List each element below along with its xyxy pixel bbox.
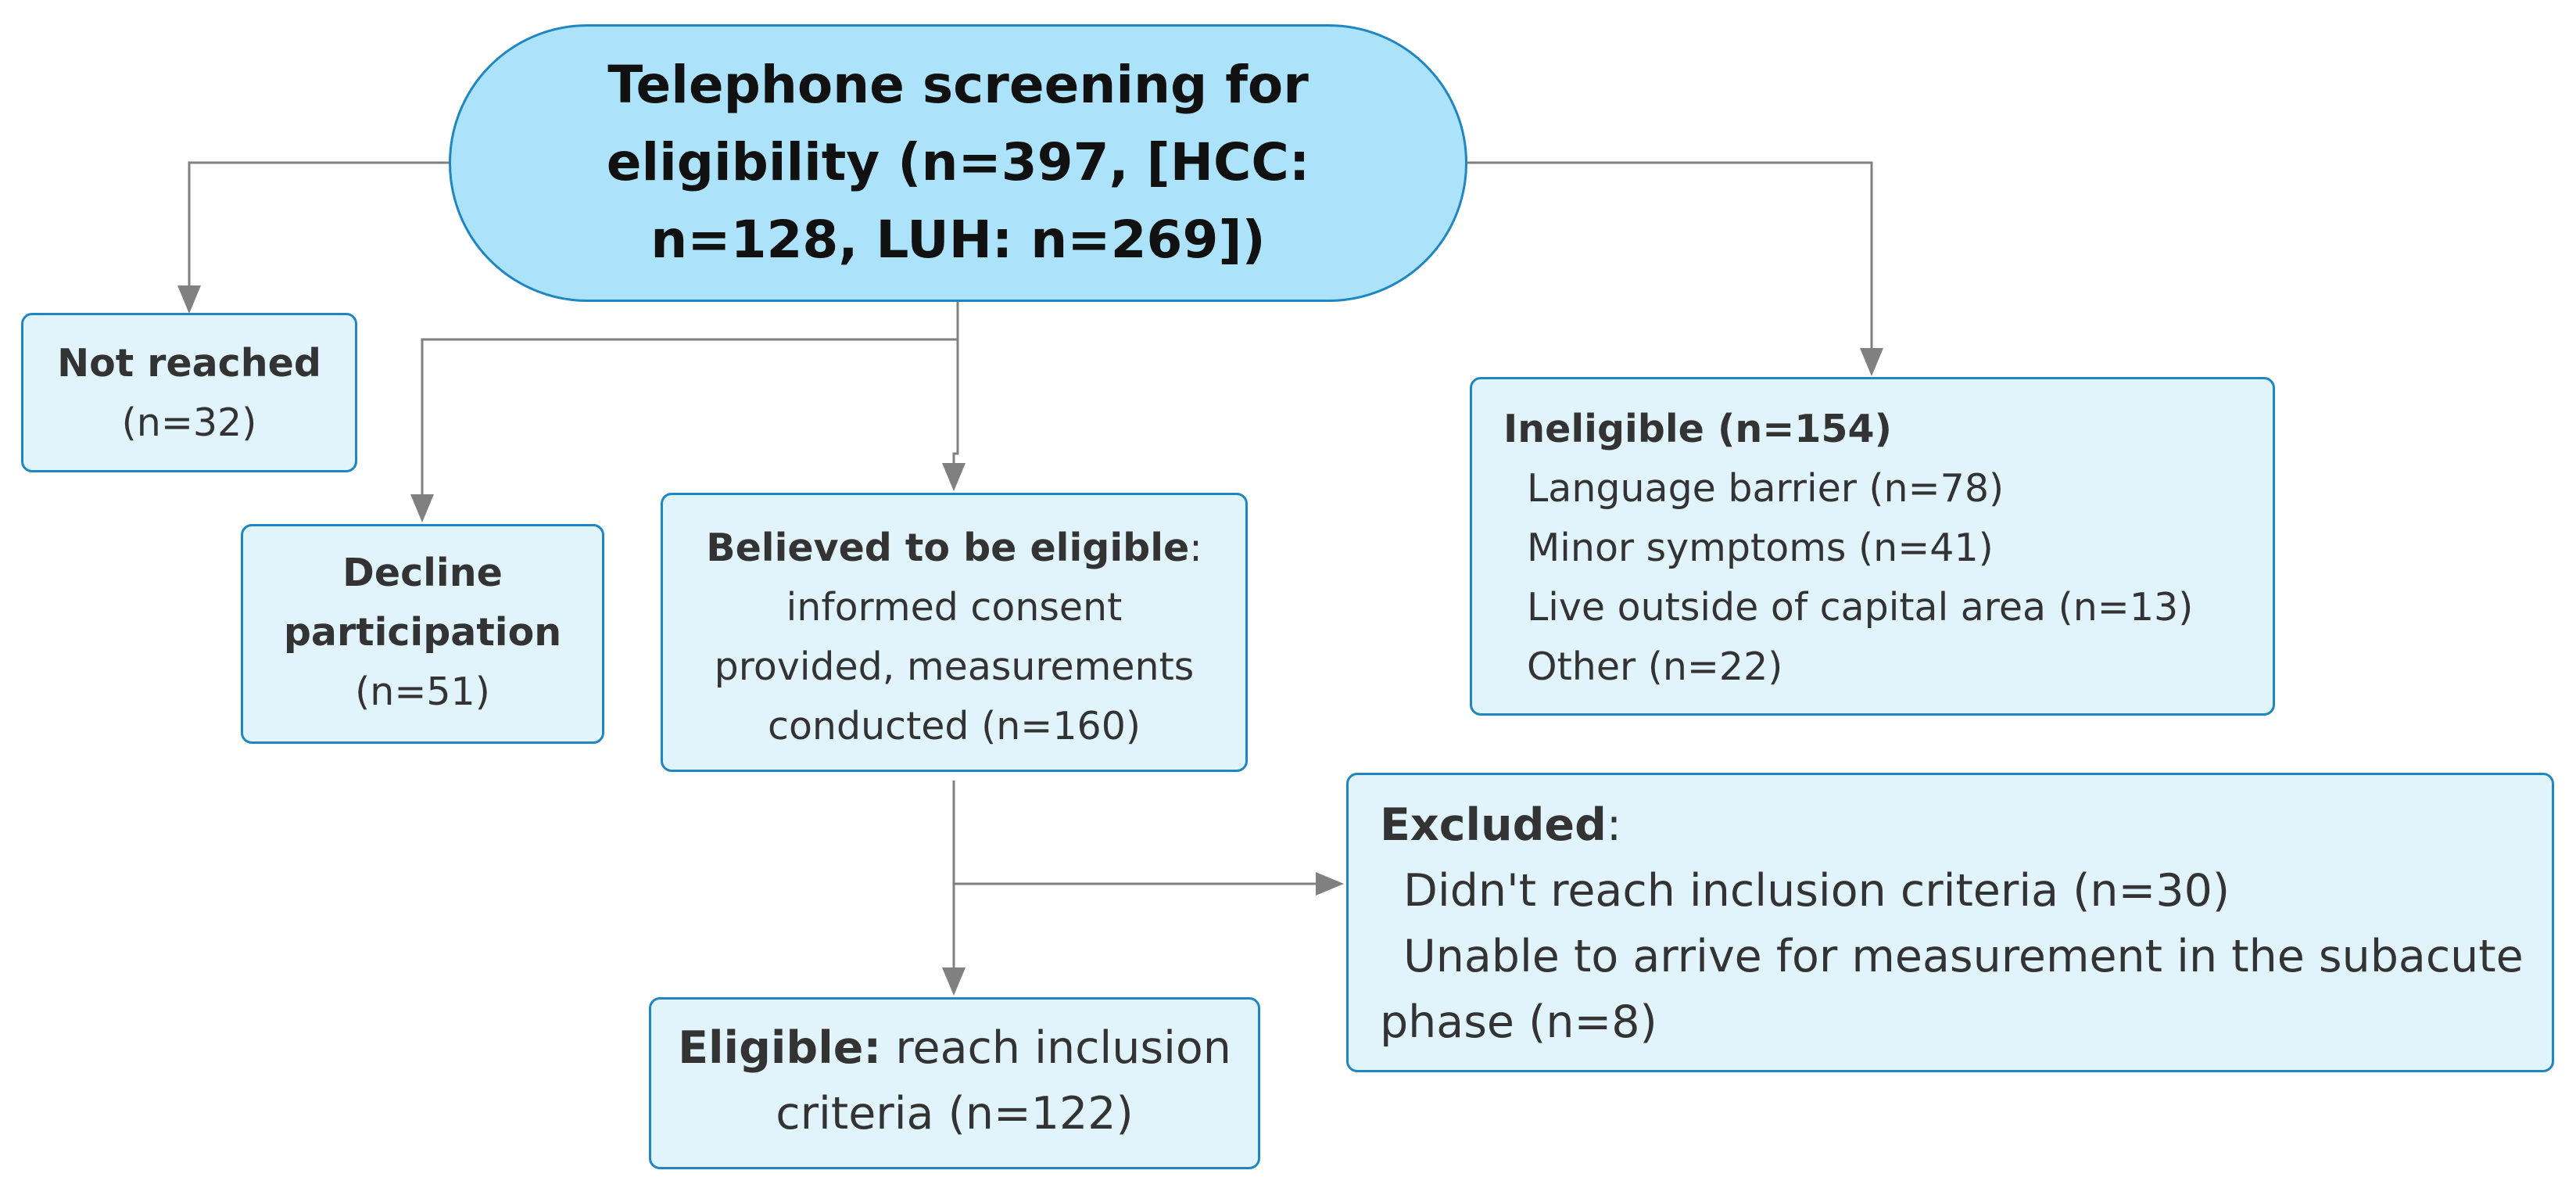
arrow-root-to-decline <box>410 338 958 522</box>
screening-node: Telephone screening for eligibility (n=3… <box>449 24 1467 302</box>
excluded-title-suffix: : <box>1606 799 1622 851</box>
eligible-text-1: reach inclusion <box>881 1022 1231 1074</box>
screening-line-1: Telephone screening for <box>607 55 1309 115</box>
ineligible-reason: Language barrier (n=78) <box>1527 466 2005 511</box>
screening-line-3: n=128, LUH: n=269]) <box>650 210 1266 270</box>
not-reached-title: Not reached <box>57 341 321 386</box>
ineligible-title: Ineligible (n=154) <box>1503 407 1892 451</box>
eligible-line-1: Eligible: reach inclusion <box>651 1015 1258 1081</box>
ineligible-reason: Live outside of capital area (n=13) <box>1527 585 2194 630</box>
arrow-root-to-believed <box>942 339 966 491</box>
ineligible-node: Ineligible (n=154) Language barrier (n=7… <box>1470 377 2275 716</box>
decline-title-line-2: participation <box>283 610 562 655</box>
not-reached-count: (n=32) <box>121 400 257 445</box>
believed-line-3: conducted (n=160) <box>768 704 1141 748</box>
screening-line-2: eligibility (n=397, [HCC: <box>606 132 1310 192</box>
believed-title: Believed to be eligible <box>706 526 1190 570</box>
not-reached-node: Not reached (n=32) <box>21 313 357 472</box>
believed-line-2: provided, measurements <box>714 644 1195 689</box>
arrow-root-to-not-reached <box>177 161 449 314</box>
excluded-node: Excluded: Didn't reach inclusion criteri… <box>1346 773 2554 1072</box>
excluded-reason: Unable to arrive for measurement in the … <box>1403 931 2524 982</box>
eligible-node: Eligible: reach inclusion criteria (n=12… <box>649 997 1260 1169</box>
excluded-title: Excluded <box>1380 799 1607 851</box>
arrow-root-to-ineligible <box>1467 161 1883 376</box>
decline-count: (n=51) <box>355 669 490 714</box>
decline-title-line-1: Decline <box>342 551 503 595</box>
excluded-title-row: Excluded: <box>1380 792 2552 858</box>
believed-title-row: Believed to be eligible: <box>663 519 1245 578</box>
excluded-reason: Didn't reach inclusion criteria (n=30) <box>1403 865 2230 917</box>
eligible-text-2: criteria (n=122) <box>776 1088 1134 1140</box>
ineligible-reason: Minor symptoms (n=41) <box>1527 526 1994 570</box>
believed-title-suffix: : <box>1189 526 1202 570</box>
decline-participation-node: Decline participation (n=51) <box>241 524 604 744</box>
believed-eligible-node: Believed to be eligible: informed consen… <box>661 493 1248 772</box>
believed-line-1: informed consent <box>786 585 1123 630</box>
ineligible-reason: Other (n=22) <box>1527 644 1783 689</box>
excluded-reason-wrap: phase (n=8) <box>1380 996 1657 1048</box>
eligible-title: Eligible: <box>678 1022 882 1074</box>
